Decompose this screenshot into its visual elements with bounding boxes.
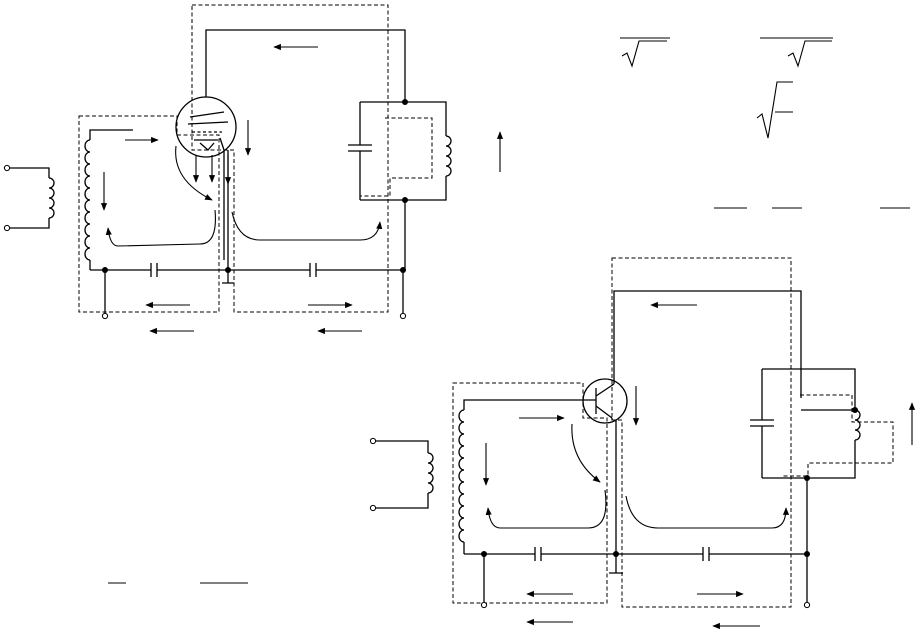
base-coil — [458, 399, 596, 554]
current-arrows — [100, 43, 504, 335]
vacuum-tube — [175, 29, 406, 260]
tank-circuit-2 — [750, 368, 861, 554]
bottom-bus — [90, 150, 407, 320]
base-loop-outline — [452, 382, 608, 604]
transistor-oscillator-circuit — [369, 257, 916, 630]
grid-coil — [84, 129, 133, 270]
transistor — [582, 290, 802, 424]
grid-loop-outline — [78, 115, 220, 313]
tank-current-outline-2 — [782, 394, 894, 477]
plate-loop-outline — [191, 4, 389, 313]
tank-circuit — [348, 99, 452, 270]
tube-oscillator-circuit — [3, 4, 504, 335]
tank-current-outline — [360, 117, 433, 197]
formula-glyphs — [108, 37, 910, 584]
input-coil — [3, 164, 55, 232]
current-arrows-2 — [482, 301, 916, 630]
collector-loop-outline — [611, 257, 792, 608]
input-coil-2 — [369, 437, 434, 512]
bottom-bus-2 — [464, 420, 811, 609]
